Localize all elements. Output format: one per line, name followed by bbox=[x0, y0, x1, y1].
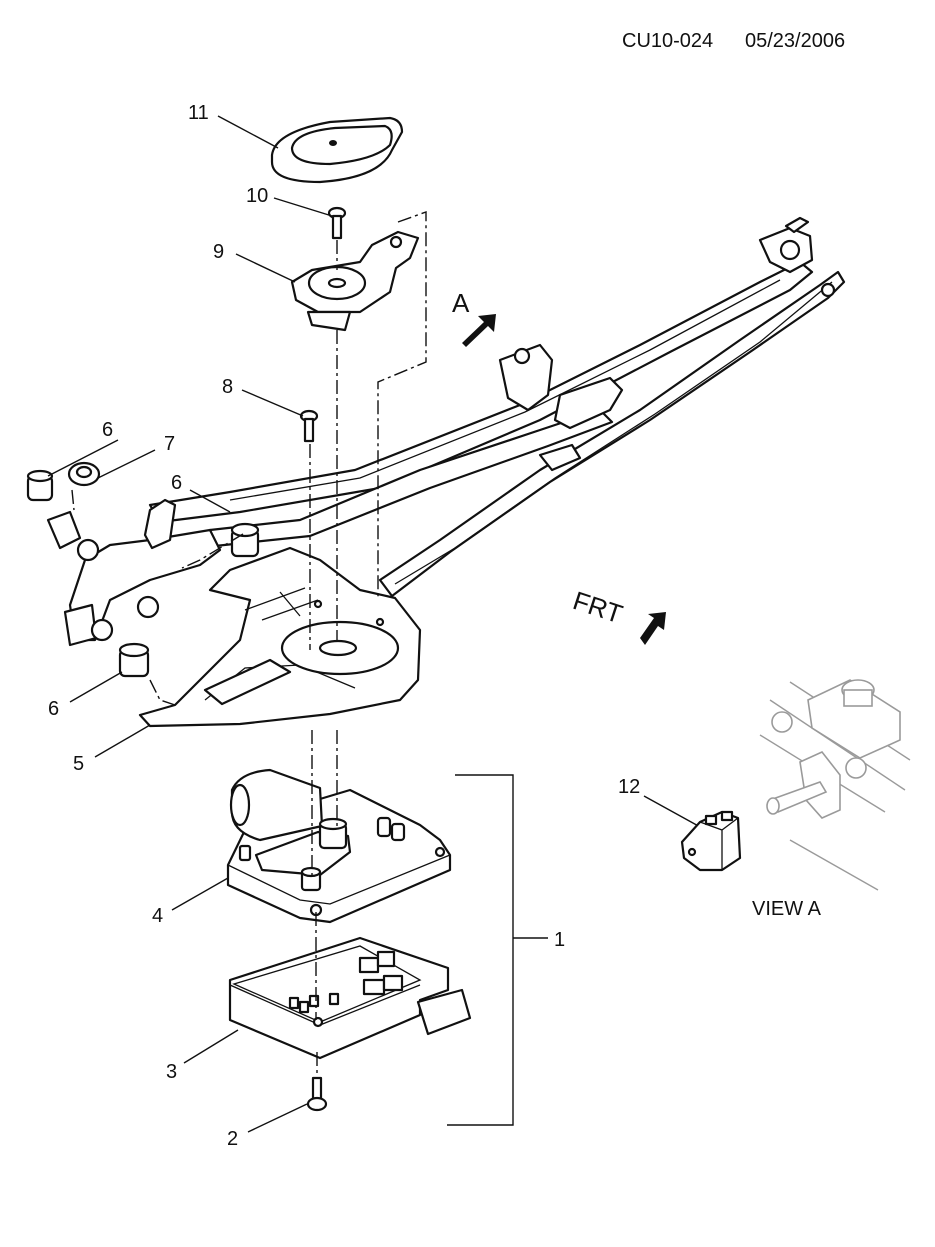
part-7-bushing bbox=[67, 461, 101, 487]
callout-7: 7 bbox=[164, 433, 175, 455]
view-a-arrow-icon bbox=[462, 314, 496, 347]
part-10-screw bbox=[327, 206, 347, 240]
part-2-screw bbox=[306, 1076, 328, 1112]
callout-11: 11 bbox=[188, 102, 209, 124]
callout-6-lower: 6 bbox=[48, 698, 59, 720]
diagram-date: 05/23/2006 bbox=[745, 30, 845, 52]
part-8-screw bbox=[299, 409, 319, 443]
view-a-marker: A bbox=[452, 288, 470, 318]
part-6-bushing-upper bbox=[26, 469, 54, 502]
front-arrow-icon bbox=[640, 612, 666, 645]
callout-12: 12 bbox=[618, 776, 640, 798]
callout-5: 5 bbox=[73, 753, 84, 775]
view-a-inset bbox=[759, 679, 911, 891]
part-4-motor bbox=[226, 768, 452, 924]
part-6-bushing-lower bbox=[118, 642, 150, 678]
diagram-code: CU10-024 bbox=[622, 30, 713, 52]
callout-6-upper: 6 bbox=[102, 419, 113, 441]
part-11-cap bbox=[270, 116, 404, 184]
callout-6-middle: 6 bbox=[171, 472, 182, 494]
part-6-bushing-middle bbox=[230, 522, 260, 558]
callout-8: 8 bbox=[222, 376, 233, 398]
assembly-bracket bbox=[447, 774, 548, 1126]
wiper-linkage-frame bbox=[46, 216, 846, 728]
part-3-control-module bbox=[228, 936, 472, 1060]
alignment-lines bbox=[71, 211, 427, 1076]
part-9-drive-crank bbox=[290, 230, 420, 332]
part-12-clip bbox=[680, 810, 742, 872]
view-a-caption: VIEW A bbox=[752, 898, 822, 920]
front-marker: FRT bbox=[569, 585, 626, 629]
callout-10: 10 bbox=[246, 185, 268, 207]
callout-3: 3 bbox=[166, 1061, 177, 1083]
callout-9: 9 bbox=[213, 241, 224, 263]
callout-4: 4 bbox=[152, 905, 163, 927]
leader-lines bbox=[47, 115, 703, 1133]
callout-1: 1 bbox=[554, 929, 565, 951]
callout-2: 2 bbox=[227, 1128, 238, 1150]
